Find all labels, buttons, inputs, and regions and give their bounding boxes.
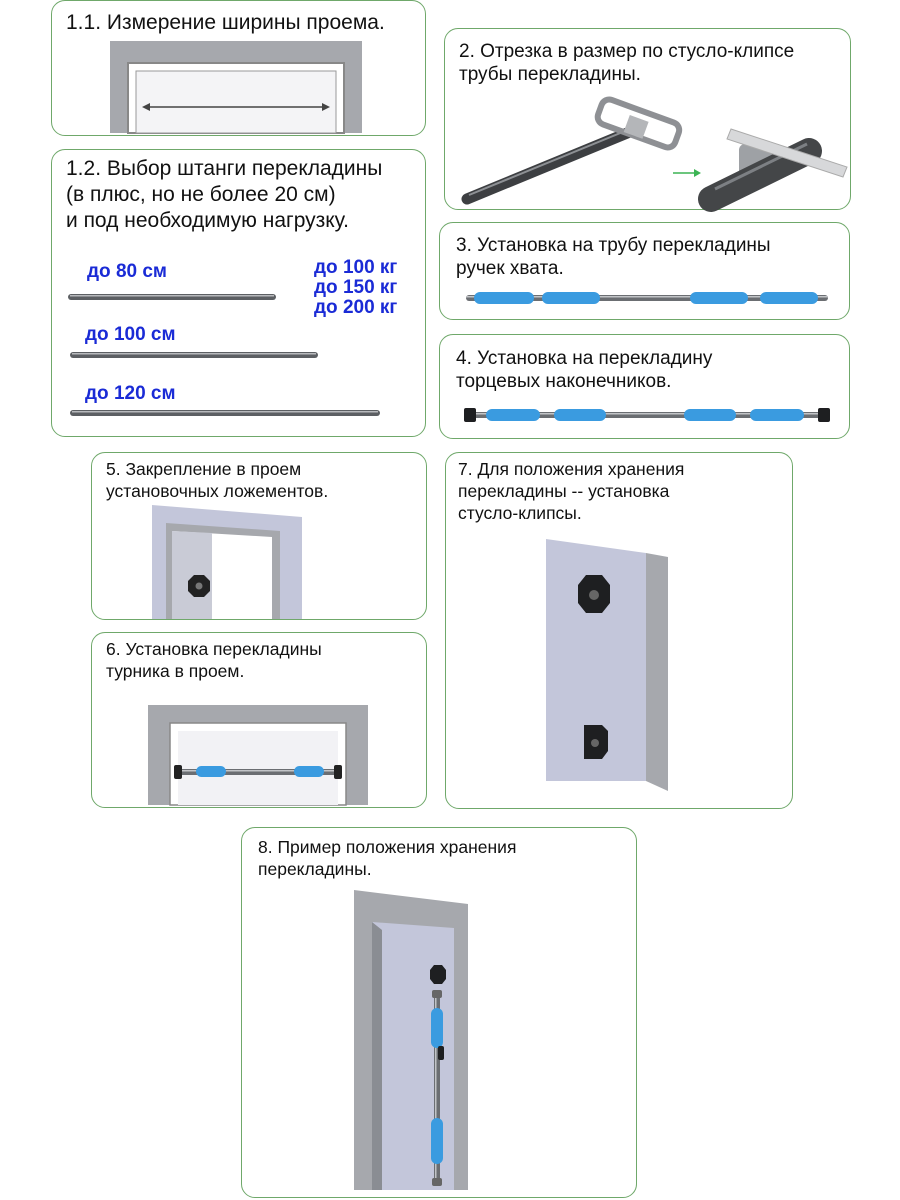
bar-80cm [68,294,276,300]
step-4-text: 4. Установка на перекладину торцевых нак… [456,348,713,392]
door-with-mount-illustration [152,505,302,619]
step-7-text: 7. Для положения хранения перекладины --… [458,459,685,523]
bar-120cm [70,410,380,416]
length-label-100: до 100 см [85,324,176,345]
step-5-panel: 5. Закрепление в проем установочных ложе… [91,452,427,620]
step-8-text: 8. Пример положения хранения перекладины… [258,837,517,879]
bar-100cm [70,352,318,358]
length-label-120: до 120 см [85,383,176,404]
door-width-measure-illustration [110,41,362,134]
step-1-2-panel: 1.2. Выбор штанги перекладины (в плюс, н… [51,149,426,437]
step-5-text: 5. Закрепление в проем установочных ложе… [106,459,329,501]
step-7-panel: 7. Для положения хранения перекладины --… [445,452,793,809]
step-1-2-text: 1.2. Выбор штанги перекладины (в плюс, н… [66,157,383,232]
step-2-text: 2. Отрезка в размер по стусло-клипсе тру… [459,41,795,85]
step-6-panel: 6. Установка перекладины турника в проем… [91,632,427,808]
load-label-100: до 100 кг [314,257,398,278]
load-label-200: до 200 кг [314,297,398,318]
load-label-150: до 150 кг [314,277,398,298]
wall-clip-illustration [546,539,668,791]
step-3-panel: 3. Установка на трубу перекладины ручек … [439,222,850,320]
step-8-panel: 8. Пример положения хранения перекладины… [241,827,637,1198]
step-3-text: 3. Установка на трубу перекладины ручек … [456,235,771,279]
cutting-tube-illustration [461,96,848,212]
step-2-panel: 2. Отрезка в размер по стусло-клипсе тру… [444,28,851,212]
length-label-80: до 80 см [87,261,167,282]
step-6-text: 6. Установка перекладины турника в проем… [106,639,322,681]
step-1-1-text: 1.1. Измерение ширины проема. [66,11,385,34]
bar-with-end-caps-illustration [464,408,830,422]
bar-in-doorway-illustration [148,705,368,806]
door-storage-illustration [354,890,468,1190]
step-4-panel: 4. Установка на перекладину торцевых нак… [439,334,850,439]
bar-with-grips-illustration [466,292,828,304]
step-1-1-panel: 1.1. Измерение ширины проема. [51,0,426,136]
